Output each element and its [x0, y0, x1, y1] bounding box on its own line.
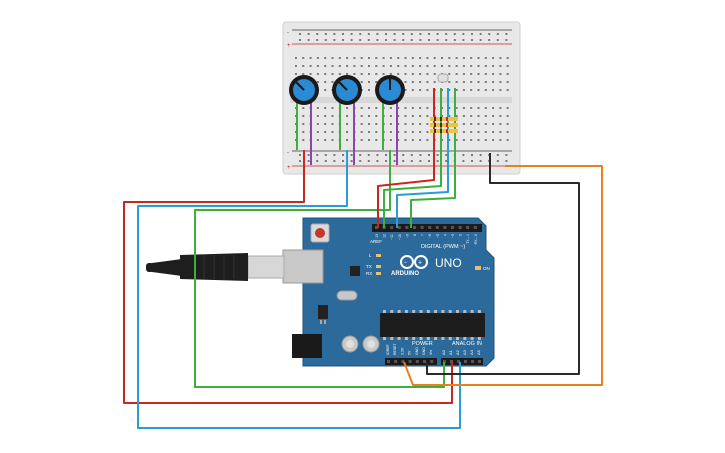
- green-wire-led[interactable]: [383, 88, 442, 228]
- arduino-logo: − +: [400, 255, 428, 269]
- top-power-rail: [299, 33, 508, 41]
- on-led-label: ON: [483, 266, 490, 271]
- tx-led-label: TX: [366, 264, 372, 269]
- blue-wire-pot2[interactable]: [137, 150, 461, 429]
- analog-in-label: ANALOG IN: [452, 341, 482, 347]
- power-pin-label: Vin: [429, 350, 433, 355]
- power-pin-label: GND: [422, 347, 426, 355]
- analog-pin-label: A3: [462, 349, 467, 355]
- l-led: [376, 254, 381, 257]
- red-wire-pot1[interactable]: [123, 150, 453, 404]
- digital-pin-label: TX→1: [466, 234, 470, 244]
- analog-header: [441, 358, 483, 365]
- digital-pin-label: 8: [413, 234, 417, 236]
- arduino-wordmark: ARDUINO: [391, 271, 419, 277]
- usb-b-port: [282, 249, 324, 284]
- arduino-uno-board[interactable]: AREF DIGITAL (PWM ~) − + ARDUINO UNO L T…: [282, 217, 495, 367]
- rail-minus-label-top: -: [287, 30, 289, 36]
- power-pin-label: 5V: [408, 350, 412, 355]
- green-wire-led-2[interactable]: [410, 88, 456, 228]
- power-on-led: [475, 266, 481, 270]
- blue-wire-led[interactable]: [396, 88, 449, 228]
- l-led-label: L: [369, 253, 372, 258]
- voltage-regulator: [318, 305, 328, 319]
- digital-pin-label: ~5: [436, 234, 440, 238]
- digital-pin-label: RX←0: [474, 234, 478, 244]
- rgb-led[interactable]: [437, 73, 449, 83]
- analog-pin-label: A4: [469, 349, 474, 355]
- digital-pin-label: ~10: [398, 234, 402, 240]
- tx-led: [376, 265, 381, 268]
- digital-header: [372, 224, 482, 232]
- wires[interactable]: [123, 88, 603, 429]
- orange-5v-wire[interactable]: [403, 165, 603, 386]
- potentiometer-3[interactable]: [375, 75, 405, 105]
- green-wire-pot3-a0[interactable]: [194, 150, 445, 388]
- dc-barrel-jack: [292, 334, 322, 358]
- power-pin-label: GND: [415, 347, 419, 355]
- aref-label: AREF: [370, 239, 382, 244]
- rail-minus-label-bottom: -: [287, 150, 289, 156]
- potentiometer-1[interactable]: [289, 75, 319, 105]
- crystal: [336, 290, 358, 301]
- digital-pin-label: 12: [383, 234, 387, 238]
- digital-pin-label: 7: [421, 234, 425, 236]
- digital-pin-label: 4: [443, 234, 447, 236]
- digital-pin-label: ~9: [405, 234, 409, 238]
- svg-text:+: +: [418, 260, 422, 267]
- rail-plus-label-bottom: +: [287, 165, 291, 171]
- digital-pin-label: ~6: [428, 234, 432, 238]
- power-pin-label: RESET: [393, 342, 397, 355]
- usb-cable[interactable]: [146, 253, 285, 281]
- digital-pin-label: 2: [459, 234, 463, 236]
- analog-pin-label: A2: [455, 349, 460, 355]
- analog-pin-label: A0: [441, 349, 446, 355]
- digital-pwm-label: DIGITAL (PWM ~): [421, 244, 465, 250]
- power-pin-label: 3.3V: [400, 347, 404, 355]
- potentiometer-2[interactable]: [332, 75, 362, 105]
- reset-button-cap[interactable]: [315, 228, 325, 238]
- svg-text:−: −: [404, 260, 408, 266]
- rail-plus-label-top: +: [287, 43, 291, 49]
- power-label: POWER: [412, 341, 433, 347]
- board-model-label: UNO: [435, 256, 462, 270]
- black-gnd-wire[interactable]: [426, 153, 580, 375]
- digital-pin-label: ~11: [390, 234, 394, 240]
- digital-pin-label: ~3: [451, 234, 455, 238]
- resistors[interactable]: [430, 117, 458, 133]
- usb-chip: [350, 266, 360, 276]
- rx-led: [376, 272, 381, 275]
- rx-led-label: RX: [366, 271, 372, 276]
- analog-pin-label: A1: [448, 349, 453, 355]
- power-pin-label: IOREF: [386, 344, 390, 355]
- digital-pin-label: 13: [375, 234, 379, 238]
- analog-pin-label: A5: [476, 349, 481, 355]
- red-wire-led[interactable]: [377, 88, 435, 228]
- atmega-chip: [380, 313, 485, 337]
